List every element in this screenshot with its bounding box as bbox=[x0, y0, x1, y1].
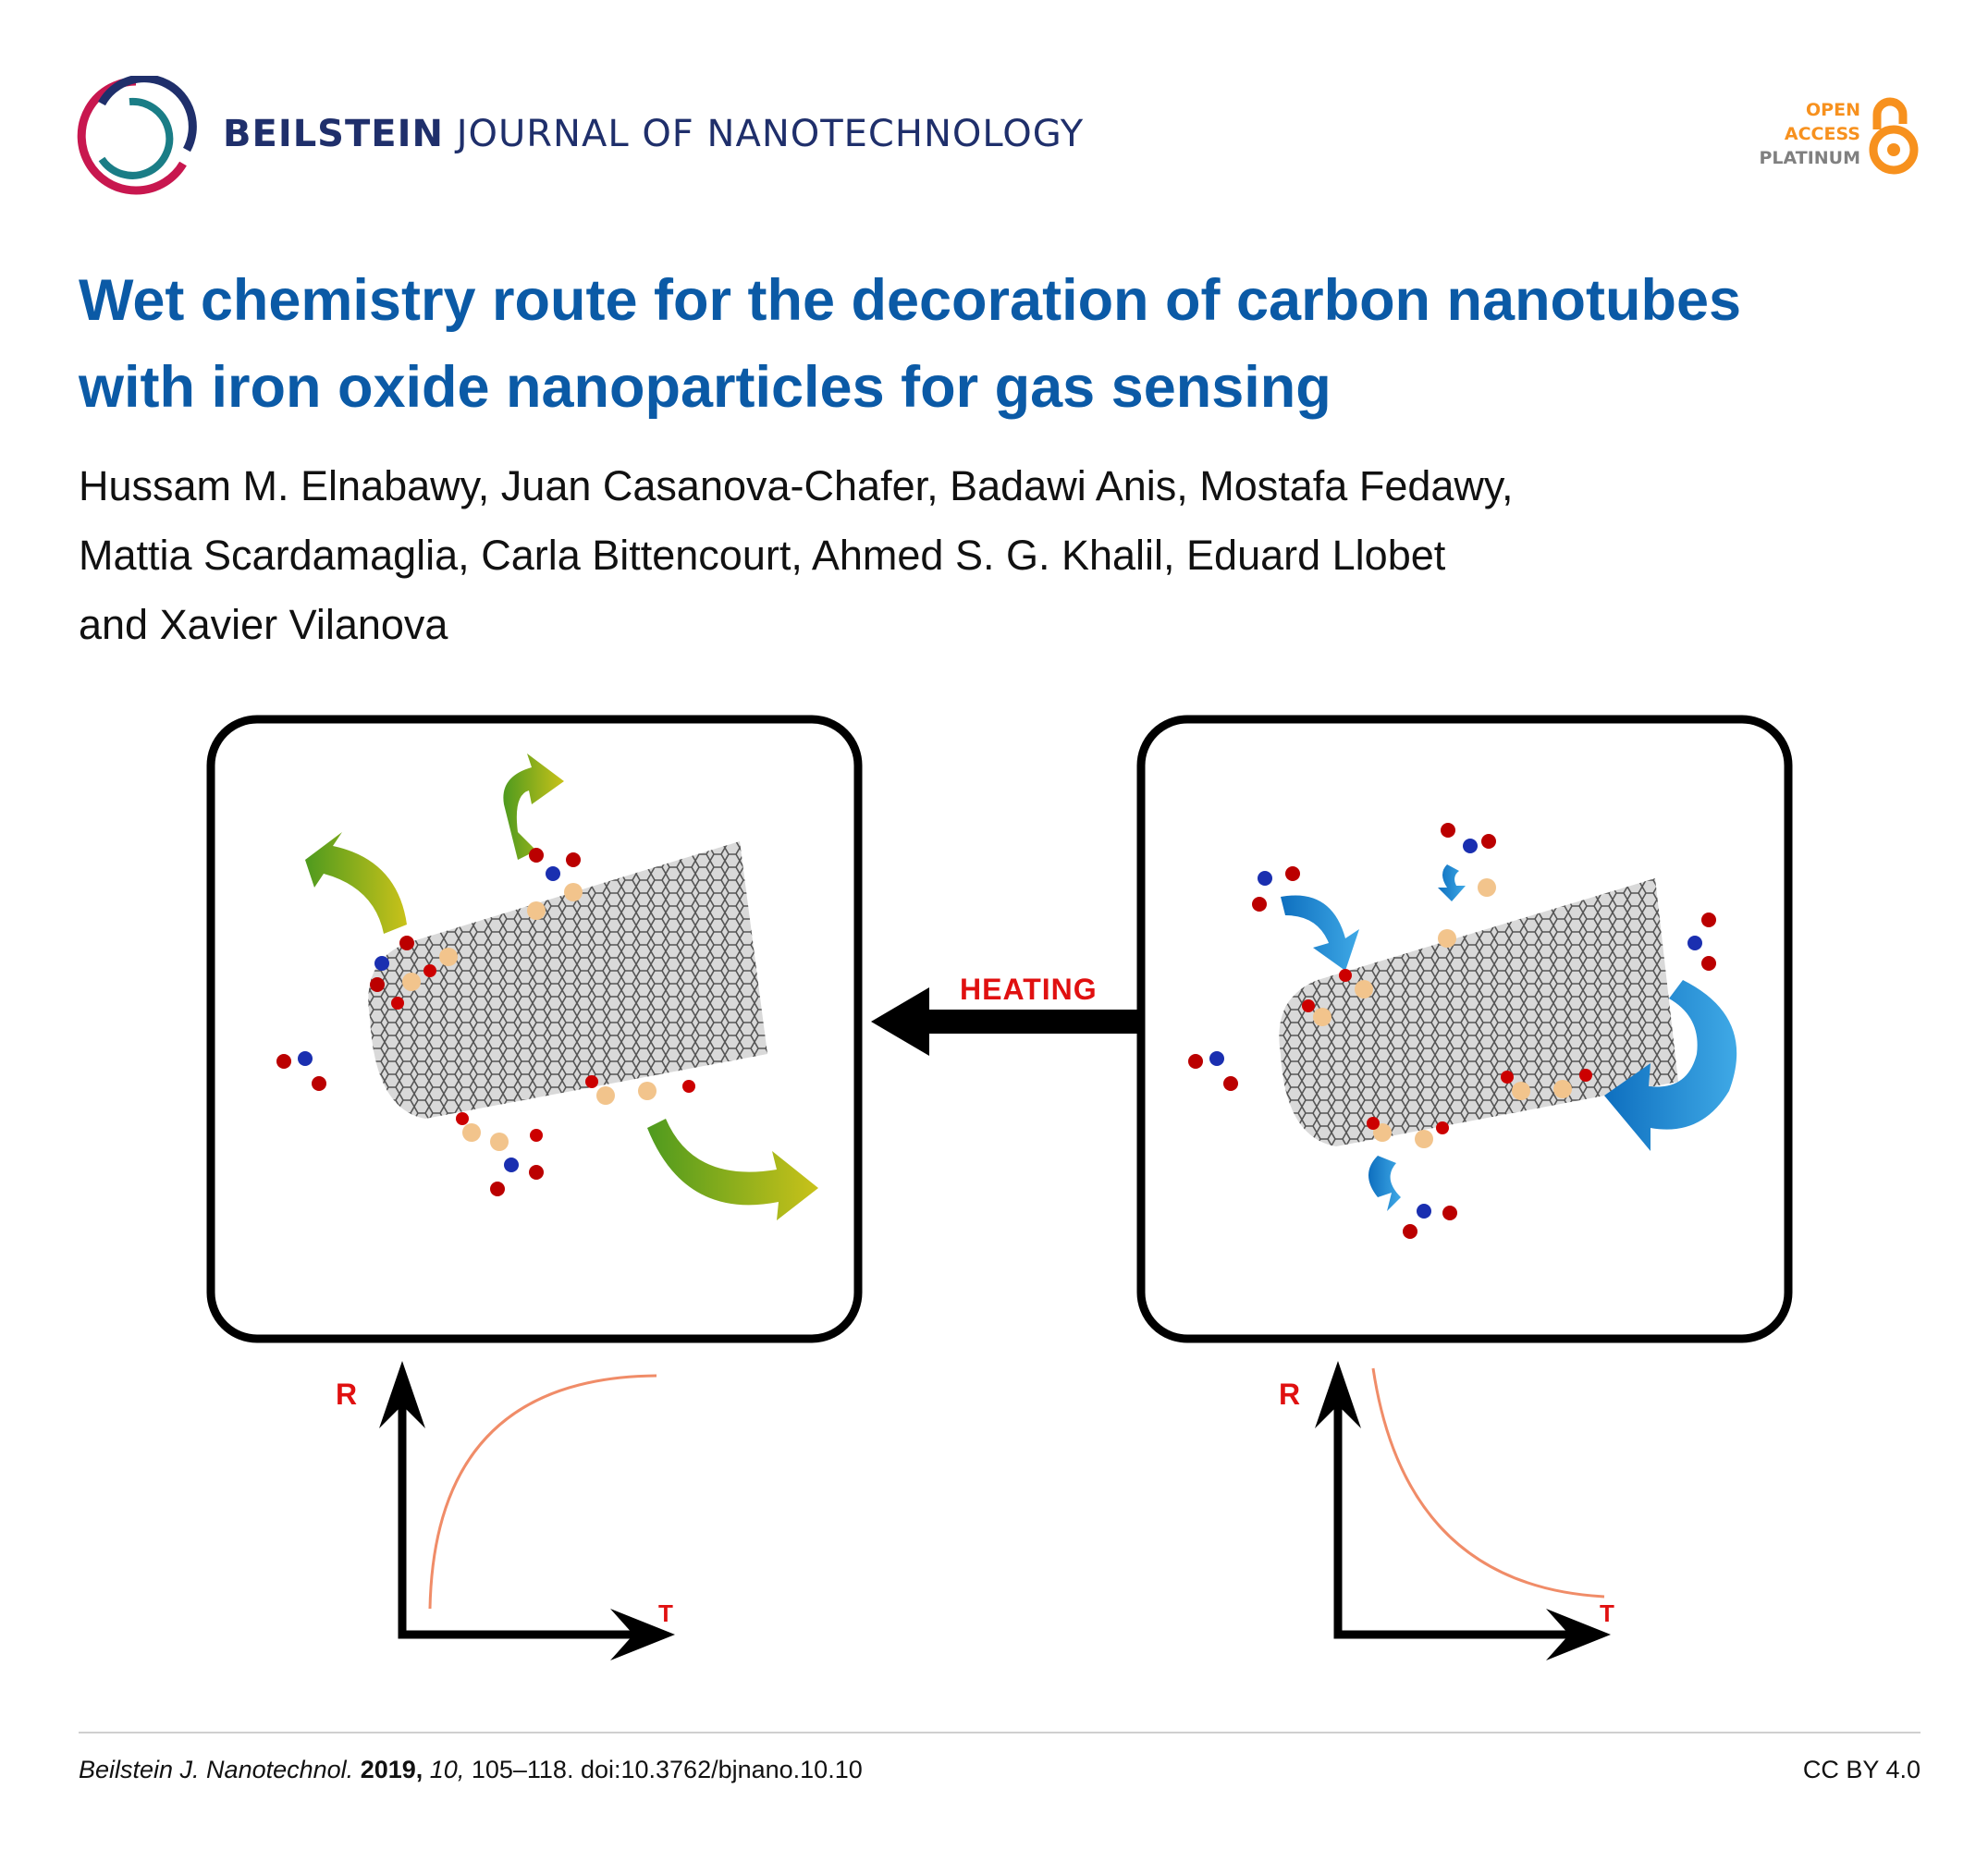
open-access-lock-icon bbox=[1869, 97, 1919, 175]
title-line-1: Wet chemistry route for the decoration o… bbox=[79, 268, 1742, 333]
gas-adsorption-arrows bbox=[1281, 864, 1737, 1211]
oa-platinum: PLATINUM bbox=[1759, 148, 1860, 168]
license[interactable]: CC BY 4.0 bbox=[1802, 1756, 1921, 1783]
footer-divider bbox=[79, 1732, 1921, 1733]
citation: Beilstein J. Nanotechnol. 2019, 10, 105–… bbox=[79, 1756, 863, 1784]
authors-line-2: Mattia Scardamaglia, Carla Bittencourt, … bbox=[79, 532, 1446, 579]
journal-name-bold: BEILSTEIN bbox=[223, 113, 444, 155]
citation-journal: Beilstein J. Nanotechnol. bbox=[79, 1756, 354, 1783]
heating-arrow bbox=[871, 987, 1138, 1056]
oa-open: OPEN bbox=[1806, 100, 1860, 120]
left-y-axis-label: R bbox=[336, 1378, 358, 1411]
article-title: Wet chemistry route for the decoration o… bbox=[79, 257, 1928, 431]
right-panel-frame bbox=[1136, 715, 1793, 1343]
authors-line-1: Hussam M. Elnabawy, Juan Casanova-Chafer… bbox=[79, 462, 1514, 509]
authors-line-3: and Xavier Vilanova bbox=[79, 601, 448, 648]
right-y-axis-label: R bbox=[1279, 1378, 1301, 1411]
author-list: Hussam M. Elnabawy, Juan Casanova-Chafer… bbox=[79, 451, 1928, 659]
molecules-right bbox=[1188, 823, 1716, 1239]
left-curve bbox=[428, 1374, 657, 1610]
right-x-arrowhead bbox=[1546, 1609, 1611, 1660]
citation-pages-doi[interactable]: 105–118. doi:10.3762/bjnano.10.10 bbox=[471, 1756, 863, 1783]
right-y-arrowhead bbox=[1315, 1361, 1361, 1428]
right-curve bbox=[1371, 1367, 1605, 1599]
nanotube-left bbox=[368, 841, 767, 1119]
left-plot-axes bbox=[398, 1378, 647, 1639]
gas-release-arrows bbox=[305, 753, 818, 1220]
oa-access: ACCESS bbox=[1784, 124, 1860, 144]
nanotube-right bbox=[1279, 878, 1678, 1146]
left-y-arrowhead bbox=[379, 1361, 425, 1428]
molecules-left bbox=[276, 848, 695, 1196]
title-line-2: with iron oxide nanoparticles for gas se… bbox=[79, 355, 1331, 420]
heating-label: HEATING bbox=[960, 973, 1098, 1006]
right-plot-axes bbox=[1333, 1378, 1583, 1639]
left-x-arrowhead bbox=[610, 1609, 675, 1660]
right-x-axis-label: T bbox=[1600, 1599, 1614, 1627]
beilstein-logo bbox=[77, 76, 197, 195]
journal-name: BEILSTEIN JOURNAL OF NANOTECHNOLOGY bbox=[223, 113, 1084, 155]
left-x-axis-label: T bbox=[658, 1599, 673, 1627]
citation-volume: 10, bbox=[429, 1756, 465, 1783]
left-panel-frame bbox=[206, 715, 863, 1343]
citation-year: 2019, bbox=[360, 1756, 423, 1783]
journal-name-rest: JOURNAL OF NANOTECHNOLOGY bbox=[456, 113, 1085, 155]
